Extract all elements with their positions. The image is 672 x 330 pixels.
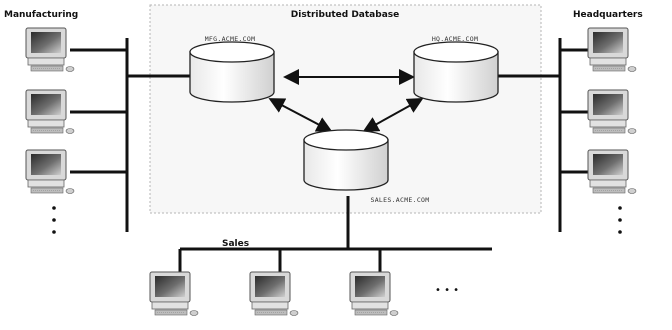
headquarters-network [498,38,588,232]
mfg-database-label: MFG.ACME.COM [205,35,256,43]
sales-database-label: SALES.ACME.COM [371,196,430,204]
headquarters-workstation-1 [587,27,637,72]
manufacturing-more-dots [52,206,56,234]
manufacturing-title: Manufacturing [4,10,78,20]
distributed-database-title: Distributed Database [291,10,399,20]
manufacturing-network [70,38,190,232]
manufacturing-workstation-1 [25,27,75,72]
sales-workstation-3 [349,271,399,316]
sales-workstation-2 [249,271,299,316]
sales-more-indicator: • • • [435,285,459,296]
sales-title: Sales [222,239,249,249]
mfg-sales-link-arrow [268,98,333,132]
hq-database-label: HQ.ACME.COM [432,35,478,43]
sales-database-cylinder [303,129,389,191]
manufacturing-workstation-3 [25,149,75,194]
database-links [268,69,424,132]
headquarters-workstation-2 [587,89,637,134]
hq-database-cylinder [413,41,499,103]
sales-network [178,196,492,274]
headquarters-workstation-3 [587,149,637,194]
hq-sales-link-arrow [362,98,424,132]
headquarters-more-dots [618,206,622,234]
mfg-database-cylinder [189,41,275,103]
manufacturing-workstation-2 [25,89,75,134]
sales-workstation-1 [149,271,199,316]
headquarters-title: Headquarters [573,10,643,20]
